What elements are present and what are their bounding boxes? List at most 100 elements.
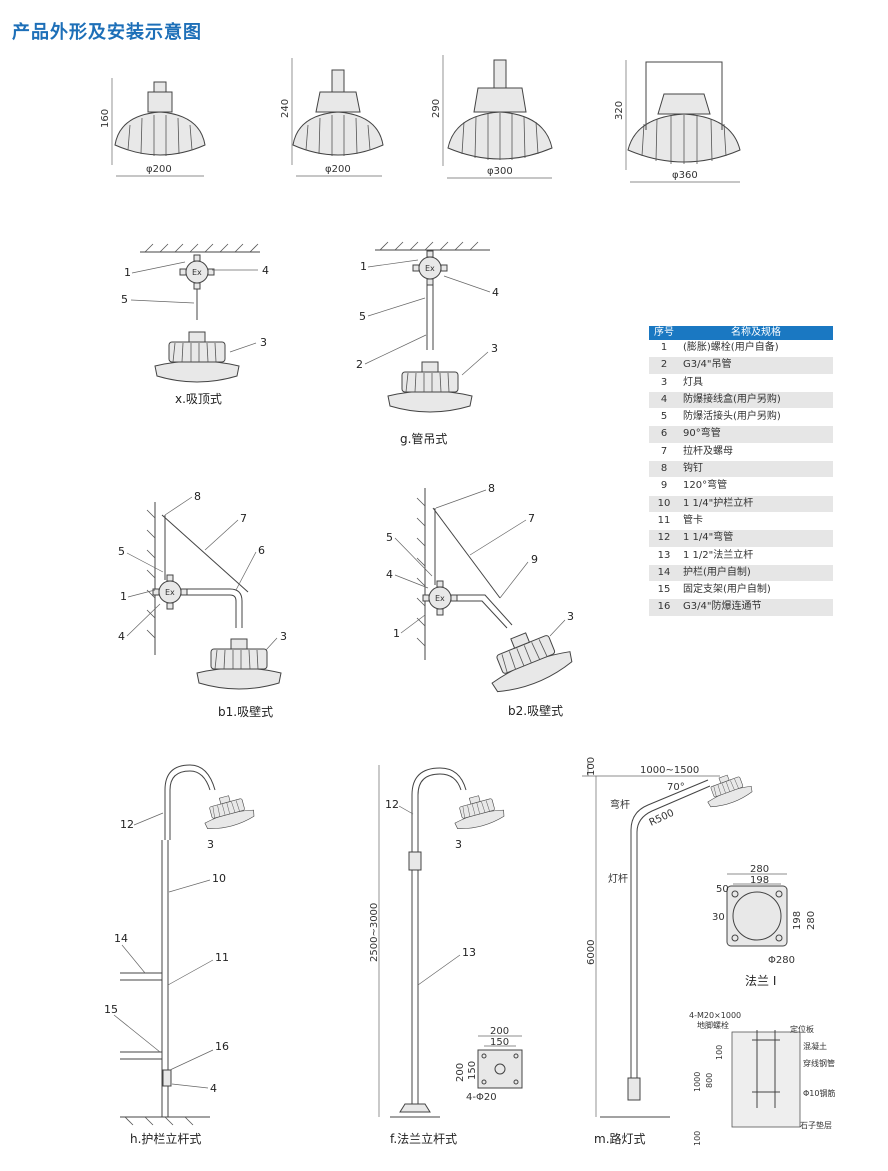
g-callout-1: 1 xyxy=(360,260,367,273)
h-callout-15: 15 xyxy=(104,1003,118,1016)
part-no: 16 xyxy=(657,601,671,613)
b2-callout-9: 9 xyxy=(531,553,538,566)
part-no: 4 xyxy=(660,393,668,405)
f-callout-13: 13 xyxy=(462,946,476,959)
part-name: 灯具 xyxy=(683,376,703,388)
guardrail-pole-diagram: 12 3 10 14 11 15 16 4 h.护栏立杆式 xyxy=(104,764,257,1146)
b1-callout-1: 1 xyxy=(120,590,127,603)
h-callout-12: 12 xyxy=(120,818,134,831)
part-no: 13 xyxy=(657,549,671,561)
f-holes: 4-Φ20 xyxy=(466,1092,497,1103)
f-caption: f.法兰立杆式 xyxy=(390,1131,457,1146)
lamp4-width: φ360 xyxy=(672,170,698,181)
part-no: 14 xyxy=(657,566,671,578)
b1-callout-4: 4 xyxy=(118,630,125,643)
lamp4-height: 320 xyxy=(614,101,625,120)
part-no: 2 xyxy=(660,359,668,371)
part-name: 90°弯管 xyxy=(683,428,721,440)
g-callout-4: 4 xyxy=(492,286,499,299)
part-name: 防爆活接头(用户另购) xyxy=(683,411,781,423)
h-callout-11: 11 xyxy=(215,951,229,964)
part-no: 15 xyxy=(657,584,671,596)
flange-280: 280 xyxy=(750,864,769,875)
wall-mount-b2-diagram: 8 7 9 5 4 1 3 b2.吸壁式 xyxy=(386,482,577,718)
part-name: 钩钉 xyxy=(683,463,703,475)
parts-table-row: 9 120°弯管 xyxy=(649,478,833,496)
found-plate: 定位板 xyxy=(790,1024,814,1034)
b2-callout-4: 4 xyxy=(386,568,393,581)
lamp3-width: φ300 xyxy=(487,166,513,177)
header-no: 序号 xyxy=(654,327,674,338)
f-plate-h-inner: 150 xyxy=(467,1061,478,1080)
header-name: 名称及规格 xyxy=(731,327,781,338)
h-callout-16: 16 xyxy=(215,1040,229,1053)
wall-mount-b1-diagram: 8 7 6 5 1 4 3 b1.吸壁式 xyxy=(118,490,287,719)
parts-table-header: 序号 名称及规格 xyxy=(649,326,833,340)
part-no: 11 xyxy=(657,514,671,526)
f-plate-inner: 150 xyxy=(490,1037,509,1048)
b2-caption: b2.吸壁式 xyxy=(508,703,563,718)
b1-callout-6: 6 xyxy=(258,544,265,557)
part-name: 1 1/2"法兰立杆 xyxy=(683,549,754,561)
g-callout-5: 5 xyxy=(359,310,366,323)
b1-callout-5: 5 xyxy=(118,545,125,558)
x-caption: x.吸顶式 xyxy=(175,392,222,406)
f-callout-3: 3 xyxy=(455,838,462,851)
ceiling-mount-diagram: 1 4 5 3 x.吸顶式 xyxy=(121,243,269,406)
part-name: 120°弯管 xyxy=(683,480,728,492)
parts-table-row: 15 固定支架(用户自制) xyxy=(649,582,833,600)
lamp-outline-3: 290 φ300 xyxy=(431,55,553,179)
found-gravel: 石子垫层 xyxy=(800,1120,832,1130)
part-no: 8 xyxy=(660,463,668,475)
street-light-diagram: 100 1000~1500 70° 弯杆 R500 灯杆 6000 280 19… xyxy=(582,757,835,1146)
lamp-outline-2: 240 φ200 xyxy=(280,58,384,177)
part-no: 10 xyxy=(657,497,671,509)
part-name: 管卡 xyxy=(683,514,703,526)
b2-callout-8: 8 xyxy=(488,482,495,495)
found-bolts: 4-M20×1000 xyxy=(689,1011,741,1020)
parts-table-row: 10 1 1/4"护栏立杆 xyxy=(649,495,833,513)
lamp2-width: φ200 xyxy=(325,164,351,175)
h-callout-14: 14 xyxy=(114,932,128,945)
flange-30: 30 xyxy=(712,912,725,923)
part-name: 固定支架(用户自制) xyxy=(683,584,771,596)
h-callout-3: 3 xyxy=(207,838,214,851)
part-no: 1 xyxy=(660,342,668,353)
flange-pole-diagram: 2500~3000 12 3 13 200 150 200 150 4-Φ20 … xyxy=(369,765,523,1146)
h-callout-10: 10 xyxy=(212,872,226,885)
lamp3-height: 290 xyxy=(431,99,442,118)
b2-callout-1: 1 xyxy=(393,627,400,640)
lamp-outline-4: 320 φ360 xyxy=(614,60,741,183)
m-caption: m.路灯式 xyxy=(594,1131,646,1146)
m-angle: 70° xyxy=(667,782,685,793)
x-callout-4: 4 xyxy=(262,264,269,277)
h-callout-4: 4 xyxy=(210,1082,217,1095)
f-plate-height: 200 xyxy=(455,1063,466,1082)
f-height: 2500~3000 xyxy=(369,903,380,962)
lamp-outline-1: 160 φ200 xyxy=(100,78,206,177)
flange-50: 50 xyxy=(716,884,729,895)
parts-table-row: 1(膨胀)螺栓(用户自备) xyxy=(649,340,833,358)
page-title: 产品外形及安装示意图 xyxy=(12,22,202,43)
f-plate-width: 200 xyxy=(490,1026,509,1037)
parts-table-row: 13 1 1/2"法兰立杆 xyxy=(649,548,833,565)
pipe-pendant-diagram: 1 4 5 2 3 g.管吊式 xyxy=(356,241,499,446)
b2-callout-3: 3 xyxy=(567,610,574,623)
found-rebar: Φ10钢筋 xyxy=(803,1088,835,1098)
flange-hole: Φ280 xyxy=(768,955,795,966)
found-100b: 100 xyxy=(693,1131,702,1146)
found-100a: 100 xyxy=(715,1045,724,1060)
found-concrete: 混凝土 xyxy=(803,1041,827,1051)
part-name: G3/4"防爆连通节 xyxy=(683,601,762,613)
part-no: 9 xyxy=(660,480,668,492)
flange-198-v: 198 xyxy=(792,911,803,930)
part-name: 拉杆及螺母 xyxy=(683,445,733,457)
b2-callout-5: 5 xyxy=(386,531,393,544)
part-name: 1 1/4"护栏立杆 xyxy=(683,497,754,509)
